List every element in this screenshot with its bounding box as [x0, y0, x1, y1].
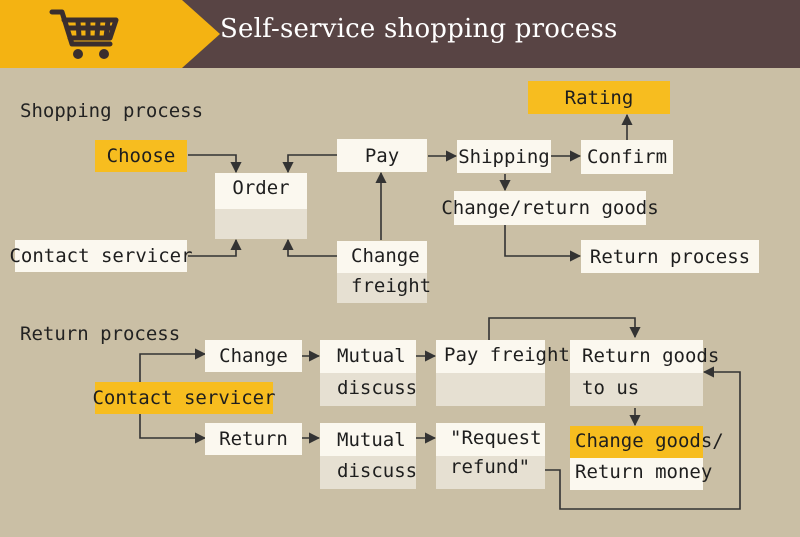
return-process-label: Return process [589, 245, 751, 268]
pay-freight-lower-panel [436, 373, 545, 406]
arrow-pay-freight-to-return-goods [488, 317, 641, 340]
change-goods-return-money-line-2: Return money [575, 461, 713, 483]
mutual-discuss-return-step: Mutual discuss [320, 423, 418, 489]
change-return-goods-step: Change/return goods [441, 191, 659, 225]
shopping-process-label: Shopping process [20, 100, 204, 122]
request-refund-line-2: refund" [450, 456, 531, 478]
return-goods-to-us-line-1: Return goods [582, 345, 720, 367]
change-goods-return-money-step: Change goods/ Return money [570, 426, 724, 490]
change-freight-step: Change freight [337, 241, 431, 303]
arrow-refund-loop-to-return-goods [545, 366, 741, 510]
arrow-change-return-to-return-process [504, 224, 582, 262]
return-process-step: Return process [581, 240, 759, 273]
contact-servicer-step: Contact servicer [9, 240, 193, 272]
arrow-choose-to-order [188, 154, 242, 174]
order-step: Order [215, 173, 307, 239]
header-icon-tab [0, 0, 220, 68]
request-refund-line-1: "Request [450, 427, 542, 449]
rating-step: Rating [528, 81, 670, 114]
change-label: Change [219, 345, 288, 367]
order-label: Order [232, 177, 290, 199]
return-goods-to-us-line-2: to us [582, 377, 640, 399]
mutual-discuss-return-line-1: Mutual [337, 429, 406, 451]
change-freight-lower-panel [337, 273, 427, 303]
mutual-discuss-change-step: Mutual discuss [320, 340, 418, 406]
arrow-freight-to-order [282, 238, 337, 257]
return-label: Return [219, 428, 288, 450]
shopping-cart-icon [49, 9, 119, 59]
shipping-label: Shipping [458, 145, 550, 168]
change-freight-line-1: Change [351, 245, 420, 267]
mutual-discuss-change-line-2: discuss [337, 377, 418, 399]
mutual-discuss-return-lower-panel [320, 456, 416, 489]
return-contact-servicer-label: Contact servicer [92, 387, 276, 409]
request-refund-lower-panel [436, 456, 545, 489]
return-goods-to-us-lower-panel [570, 373, 703, 406]
return-contact-servicer-step: Contact servicer [92, 382, 276, 414]
change-goods-return-money-line-1: Change goods/ [575, 430, 724, 452]
page-title: Self-service shopping process [220, 14, 618, 44]
header-bar: Self-service shopping process [0, 0, 800, 68]
pay-freight-label: Pay freight [444, 344, 570, 366]
request-refund-step: "Request refund" [436, 423, 545, 489]
arrow-pay-to-order [282, 154, 337, 174]
arrow-contact-to-return [139, 414, 207, 444]
return-goods-to-us-step: Return goods to us [570, 340, 719, 406]
rating-label: Rating [564, 86, 634, 109]
return-step: Return [205, 423, 302, 455]
choose-step: Choose [95, 140, 187, 172]
order-step-lower-panel [215, 209, 307, 239]
mutual-discuss-change-line-1: Mutual [337, 345, 406, 367]
pay-freight-step: Pay freight [436, 340, 570, 406]
confirm-step: Confirm [581, 140, 673, 174]
pay-label: Pay [364, 144, 400, 167]
choose-label: Choose [106, 145, 176, 167]
mutual-discuss-return-line-2: discuss [337, 460, 418, 482]
mutual-discuss-change-lower-panel [320, 373, 416, 406]
confirm-label: Confirm [586, 146, 668, 168]
arrow-contact-to-change [139, 348, 207, 382]
change-step: Change [205, 340, 302, 372]
return-process-label: Return process [20, 323, 181, 345]
contact-servicer-label: Contact servicer [9, 245, 193, 267]
change-return-goods-label: Change/return goods [441, 197, 659, 219]
shipping-step: Shipping [457, 140, 551, 173]
pay-step: Pay [337, 139, 427, 172]
change-goods-highlight [570, 426, 703, 458]
change-freight-line-2: freight [351, 275, 432, 297]
arrow-contact-to-order [188, 238, 242, 257]
